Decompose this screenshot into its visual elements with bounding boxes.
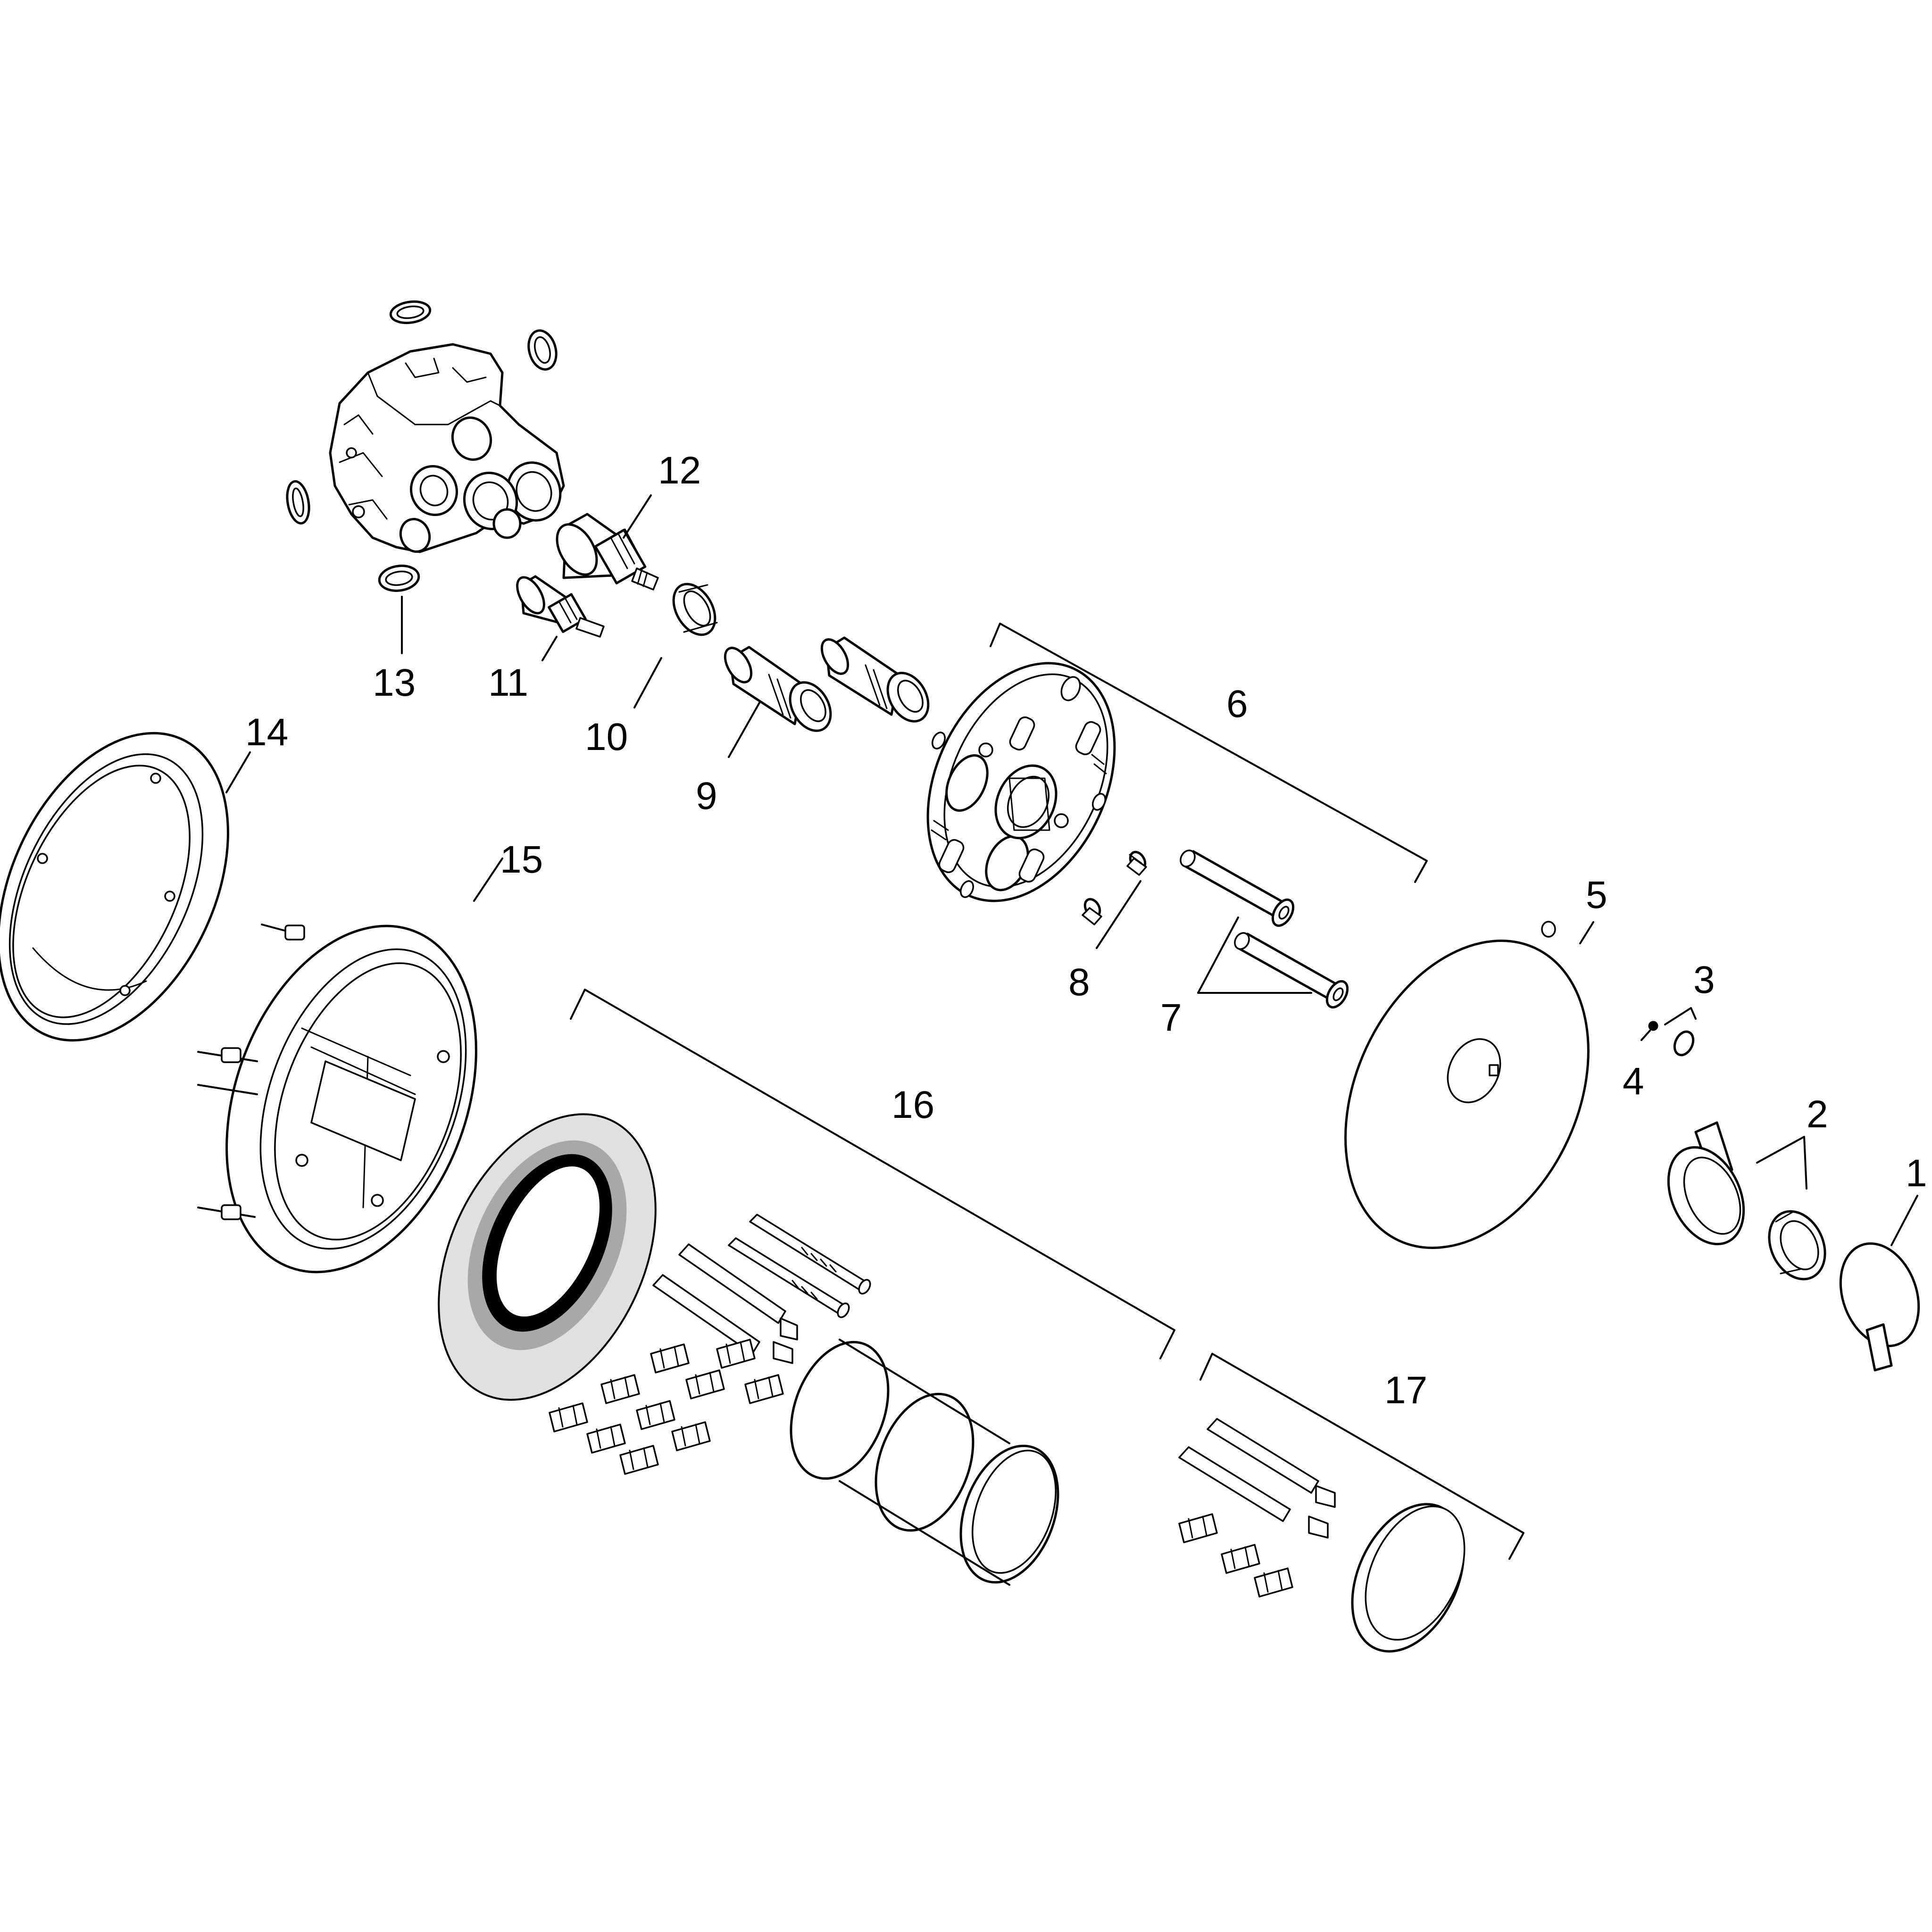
label-14: 14 bbox=[245, 711, 288, 754]
leader-2 bbox=[1756, 1136, 1807, 1190]
leader-1 bbox=[1890, 1195, 1918, 1246]
part-1-lever-handle bbox=[1839, 1242, 1920, 1372]
leader-15 bbox=[473, 858, 503, 902]
leader-7 bbox=[1197, 916, 1312, 994]
label-15: 15 bbox=[500, 838, 543, 881]
label-7: 7 bbox=[1160, 996, 1182, 1039]
leader-11 bbox=[541, 636, 558, 661]
leader-5 bbox=[1579, 921, 1594, 944]
part-2-handle-sleeve bbox=[1667, 1121, 1826, 1281]
part-3-4-small-parts bbox=[1648, 1021, 1695, 1057]
label-3: 3 bbox=[1693, 958, 1715, 1001]
label-9: 9 bbox=[696, 774, 717, 817]
part-8-screws bbox=[1082, 850, 1147, 925]
label-2: 2 bbox=[1807, 1093, 1828, 1136]
part-13-valve-body bbox=[286, 300, 565, 592]
label-8: 8 bbox=[1068, 961, 1090, 1004]
leader-12 bbox=[623, 494, 652, 539]
part-14-trim-ring bbox=[0, 732, 229, 1042]
leader-3 bbox=[1664, 1007, 1697, 1025]
label-16: 16 bbox=[891, 1083, 934, 1126]
label-4: 4 bbox=[1623, 1060, 1644, 1103]
label-13: 13 bbox=[373, 661, 416, 704]
bracket-16 bbox=[570, 989, 1175, 1359]
bracket-6 bbox=[990, 623, 1428, 883]
leader-9 bbox=[728, 702, 760, 758]
leader-14 bbox=[225, 751, 251, 793]
part-10-ring-nut bbox=[672, 583, 718, 636]
part-17-extension-kit bbox=[1178, 1418, 1466, 1653]
label-11: 11 bbox=[488, 661, 528, 704]
part-7-bolts bbox=[1180, 849, 1349, 1008]
part-9-stop-cartridges bbox=[724, 636, 930, 732]
part-16-installation-kit bbox=[438, 1113, 1059, 1586]
bracket-17 bbox=[1199, 1353, 1524, 1560]
label-17: 17 bbox=[1384, 1369, 1427, 1412]
label-6: 6 bbox=[1226, 683, 1248, 725]
leader-10 bbox=[633, 657, 662, 708]
label-12: 12 bbox=[658, 449, 701, 492]
leader-8 bbox=[1096, 880, 1141, 949]
label-5: 5 bbox=[1586, 874, 1607, 916]
part-11-cartridge bbox=[516, 575, 605, 638]
part-15-mounting-frame bbox=[197, 924, 477, 1274]
part-6-mounting-plate bbox=[926, 662, 1116, 902]
part-5-cover-plate bbox=[1344, 921, 1590, 1249]
label-10: 10 bbox=[585, 716, 628, 758]
leader-4 bbox=[1641, 1030, 1651, 1041]
label-1: 1 bbox=[1906, 1152, 1927, 1195]
part-12-cartridge bbox=[556, 513, 659, 591]
